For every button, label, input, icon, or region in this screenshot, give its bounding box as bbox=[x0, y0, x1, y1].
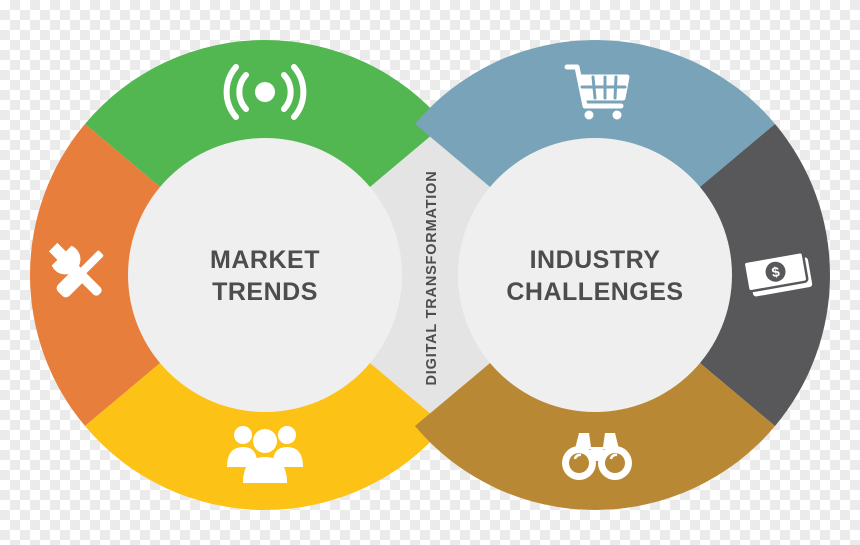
shopping-cart-icon bbox=[564, 64, 630, 120]
people-icon bbox=[227, 426, 303, 483]
connector-label: DIGITAL TRANSFORMATION bbox=[424, 171, 440, 386]
segment-brown bbox=[414, 358, 776, 510]
right-label-line-2: CHALLENGES bbox=[506, 278, 683, 306]
money-icon: $ bbox=[742, 250, 813, 297]
tools-icon bbox=[48, 242, 104, 298]
left-label-line-1: MARKET bbox=[210, 246, 320, 274]
broadcast-icon bbox=[223, 64, 307, 120]
right-label-line-1: INDUSTRY bbox=[530, 246, 661, 274]
binoculars-icon bbox=[562, 433, 632, 480]
inner-circle-right bbox=[458, 138, 732, 412]
left-label-line-2: TRENDS bbox=[212, 278, 318, 306]
segment-blue bbox=[414, 39, 776, 192]
inner-circle-left bbox=[128, 138, 402, 412]
connector-shape bbox=[365, 108, 495, 437]
segment-green bbox=[84, 39, 446, 192]
segment-orange bbox=[29, 123, 166, 427]
svg-text:$: $ bbox=[770, 263, 781, 280]
